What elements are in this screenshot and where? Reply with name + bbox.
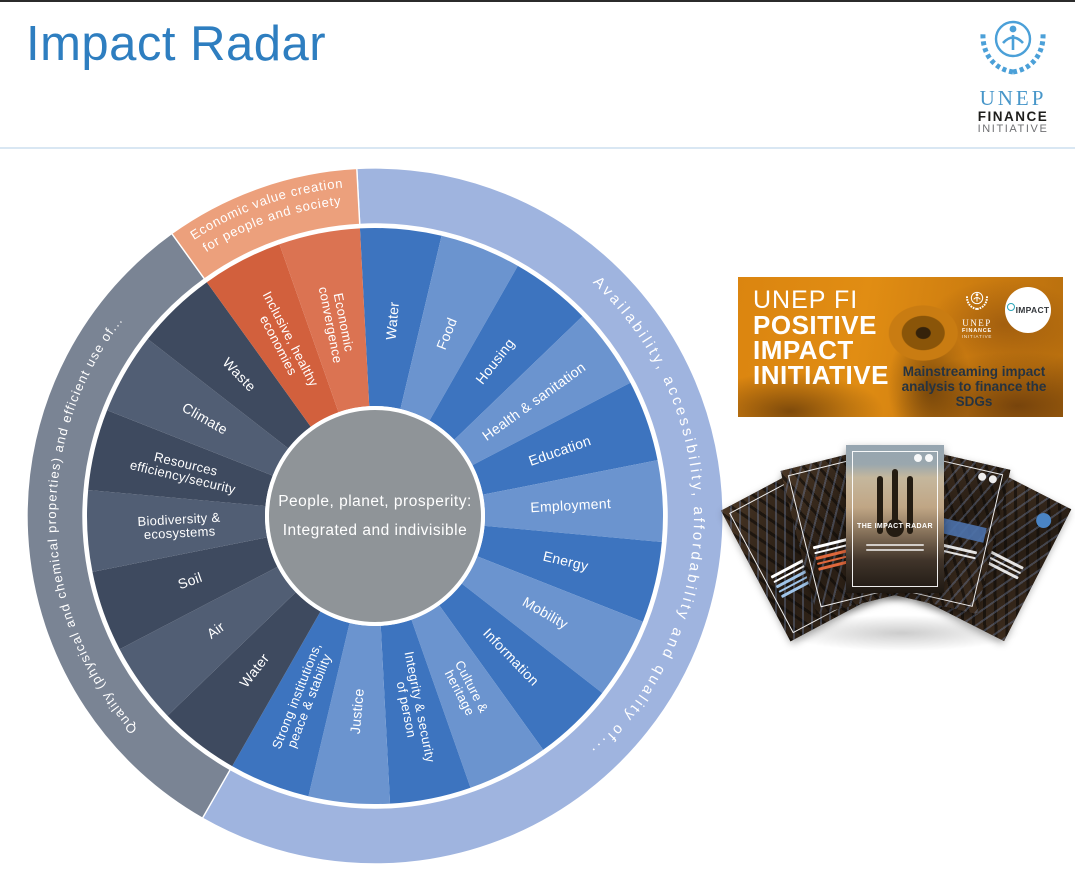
cover-frame <box>852 451 938 587</box>
impact-ring-icon <box>1006 303 1015 311</box>
center-circle <box>265 406 485 626</box>
ring-economy <box>170 167 361 280</box>
unep-wordmark: UNEP <box>979 85 1047 110</box>
segment-social-strong-institutions-peace-stability <box>232 611 350 797</box>
unep-fi-logo: UNEP FINANCE INITIATIVE <box>965 8 1061 136</box>
banner-finance-word: FINANCE <box>961 328 993 334</box>
impact-badge-label: IMPACT <box>1015 305 1050 315</box>
publication-covers: THE IMPACT RADAR <box>720 437 1075 672</box>
segment-social-water <box>359 227 442 409</box>
banner-brand: UNEP FI <box>753 286 859 314</box>
segment-social-culture-heritage <box>411 605 544 788</box>
segment-social-health-sanitation <box>454 316 631 466</box>
impact-badge: IMPACT <box>1005 287 1051 333</box>
cover-title: THE IMPACT RADAR <box>857 523 933 530</box>
segment-label-biodiversity-ecosystems: Biodiversity &ecosystems <box>137 510 221 543</box>
segment-social-employment <box>482 460 663 543</box>
segment-environment-waste <box>147 282 311 449</box>
segment-label-employment: Employment <box>530 495 612 515</box>
banner-initiative-word: INITIATIVE <box>961 334 993 339</box>
initiative-wordmark: INITIATIVE <box>977 123 1049 136</box>
banner-tagline: Mainstreaming impact analysis to finance… <box>901 363 1047 409</box>
unep-emblem-small-icon <box>965 291 989 310</box>
segment-environment-air <box>119 566 296 716</box>
segment-label-justice: Justice <box>347 688 367 735</box>
segment-social-food <box>400 235 518 421</box>
segment-environment-climate <box>107 339 289 476</box>
banner-unep-logo: UNEP FINANCE INITIATIVE <box>956 287 998 339</box>
banner-line-initiative: INITIATIVE <box>753 359 889 390</box>
cover-subtitle-lines <box>866 541 924 554</box>
banner-title: UNEP FI POSITIVE IMPACT INITIATIVE <box>753 286 889 390</box>
banner-logos: UNEP FINANCE INITIATIVE IMPACT <box>956 287 1051 339</box>
banner-line-impact: IMPACT <box>753 334 854 365</box>
segment-environment-soil <box>92 537 278 650</box>
center-label-line1: People, planet, prosperity: <box>278 493 472 510</box>
ship-wheel-hub <box>886 519 904 537</box>
ring-social <box>201 167 724 865</box>
segment-label-water: Water <box>382 301 401 341</box>
segment-economy-economic-convergence <box>279 228 370 413</box>
header-divider <box>0 147 1075 149</box>
cover-impact-radar: THE IMPACT RADAR <box>846 445 944 593</box>
segment-social-education <box>472 382 658 495</box>
segment-economy-inclusive-healthy-economies <box>206 244 339 427</box>
segment-label-soil: Soil <box>176 569 204 592</box>
segment-environment-resources-efficiency-security <box>88 410 273 507</box>
ship-wheel-silhouette <box>892 469 898 527</box>
unep-emblem-icon <box>980 20 1046 75</box>
segment-environment-biodiversity-ecosystems <box>87 489 268 572</box>
page-title: Impact Radar <box>26 17 327 71</box>
segment-social-integrity-security-of-person <box>380 619 471 804</box>
segment-social-housing <box>429 265 583 440</box>
segment-social-mobility <box>461 556 643 693</box>
segment-social-energy <box>477 525 662 622</box>
segment-social-justice <box>308 623 391 805</box>
finance-wordmark: FINANCE <box>977 108 1049 124</box>
banner-unep-word: UNEP <box>962 318 992 328</box>
cover-logos <box>914 454 933 462</box>
center-label-line2: Integrated and indivisible <box>283 522 467 539</box>
segment-social-information <box>439 583 603 750</box>
segment-environment-water <box>167 592 321 767</box>
banner-line-positive: POSITIVE <box>753 310 877 341</box>
positive-impact-banner: UNEP FI POSITIVE IMPACT INITIATIVE UNEP … <box>738 277 1063 417</box>
